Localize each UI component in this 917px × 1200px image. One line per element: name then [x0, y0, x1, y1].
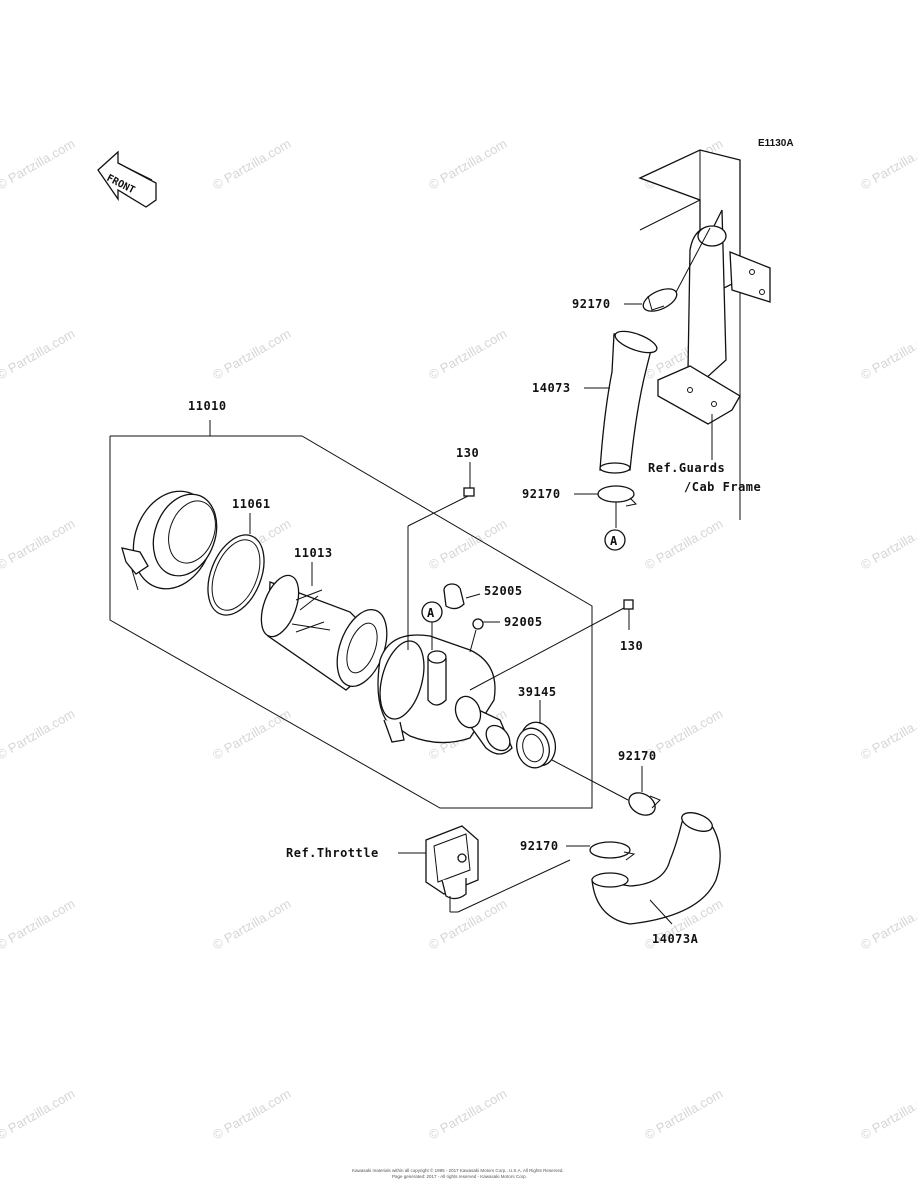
callout-a-right: A — [604, 529, 626, 551]
label-11013: 11013 — [294, 546, 333, 560]
watermark-text: © Partzilla.com — [858, 136, 917, 193]
watermark-text: © Partzilla.com — [642, 516, 725, 573]
clamp-top — [624, 288, 678, 312]
bolt-right — [469, 599, 634, 691]
watermark-text: © Partzilla.com — [858, 326, 917, 383]
clamp-lower-1 — [628, 766, 661, 816]
watermark-text: © Partzilla.com — [858, 896, 917, 953]
callout-a-left: A — [421, 601, 443, 650]
watermark-text: © Partzilla.com — [210, 706, 293, 763]
watermark-text: © Partzilla.com — [0, 516, 77, 573]
clamp-lower-2 — [457, 841, 636, 913]
bolt-top — [407, 462, 475, 650]
label-92170-lower-2: 92170 — [520, 839, 559, 853]
watermark-text: © Partzilla.com — [426, 1086, 509, 1143]
assembly-bracket — [109, 420, 593, 809]
watermark-text: © Partzilla.com — [858, 1086, 917, 1143]
drain-cap — [443, 583, 481, 610]
cab-frame — [638, 149, 771, 520]
seal-ring — [516, 700, 629, 801]
label-ref-guards-2: /Cab Frame — [684, 480, 761, 494]
label-130-top: 130 — [456, 446, 479, 460]
watermark-text: © Partzilla.com — [426, 326, 509, 383]
drain-valve — [469, 618, 500, 653]
label-92170-lower-1: 92170 — [618, 749, 657, 763]
label-39145: 39145 — [518, 685, 557, 699]
footer-copyright-2: Page generated: 2017 - All rights reserv… — [392, 1174, 527, 1179]
label-92170-mid: 92170 — [522, 487, 561, 501]
watermark-text: © Partzilla.com — [858, 516, 917, 573]
label-92005: 92005 — [504, 615, 543, 629]
watermark-layer: © Partzilla.com © Partzilla.com © Partzill… — [0, 136, 917, 1143]
watermark-text: © Partzilla.com — [210, 326, 293, 383]
label-52005: 52005 — [484, 584, 523, 598]
label-14073: 14073 — [532, 381, 571, 395]
hose-upper — [584, 330, 658, 474]
watermark-text: © Partzilla.com — [0, 706, 77, 763]
throttle-body — [398, 825, 479, 913]
part-labels: 11010 11061 11013 130 130 52005 92005 39… — [188, 297, 761, 946]
watermark-text: © Partzilla.com — [210, 1086, 293, 1143]
front-arrow-icon: FRONT — [97, 150, 157, 208]
watermark-text: © Partzilla.com — [0, 896, 77, 953]
callout-letter: A — [610, 534, 618, 548]
diagram-code: E1130A — [758, 138, 794, 149]
label-92170-top: 92170 — [572, 297, 611, 311]
label-11061: 11061 — [232, 497, 271, 511]
label-ref-throttle: Ref.Throttle — [286, 846, 379, 860]
label-14073a: 14073A — [652, 932, 699, 946]
watermark-text: © Partzilla.com — [642, 1086, 725, 1143]
watermark-text: © Partzilla.com — [426, 136, 509, 193]
label-11010: 11010 — [188, 399, 227, 413]
watermark-text: © Partzilla.com — [426, 896, 509, 953]
clamp-mid — [574, 485, 638, 528]
watermark-text: © Partzilla.com — [210, 136, 293, 193]
watermark-text: © Partzilla.com — [0, 136, 77, 193]
label-ref-guards-1: Ref.Guards — [648, 461, 725, 475]
watermark-text: © Partzilla.com — [0, 1086, 77, 1143]
watermark-text: © Partzilla.com — [426, 516, 509, 573]
hose-elbow — [591, 812, 721, 925]
footer-copyright-1: Kawasaki materials within all copyright … — [352, 1167, 564, 1173]
filter-element — [260, 574, 388, 691]
callout-letter: A — [427, 606, 435, 620]
cleaner-cover — [121, 490, 218, 591]
watermark-text: © Partzilla.com — [210, 896, 293, 953]
watermark-text: © Partzilla.com — [858, 706, 917, 763]
air-box-housing — [377, 634, 513, 755]
label-130-right: 130 — [620, 639, 643, 653]
watermark-text: © Partzilla.com — [0, 326, 77, 383]
o-ring — [207, 534, 265, 616]
